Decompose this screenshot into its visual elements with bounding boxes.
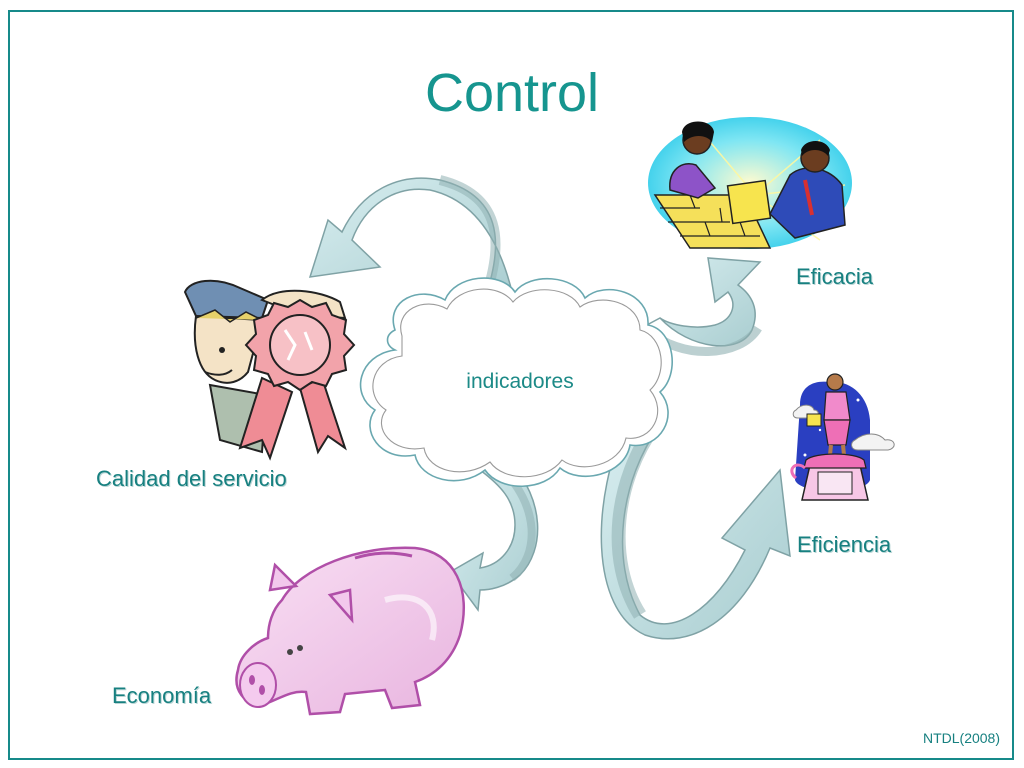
label-eficacia: Eficacia: [796, 264, 874, 289]
center-label: indicadores: [466, 370, 574, 393]
slide-title: Control: [424, 63, 600, 123]
piggy-bank-clipart: [235, 546, 465, 716]
cloud-shape: [359, 277, 673, 488]
arrow-to-eficacia: [644, 257, 762, 347]
label-calidad: Calidad del servicio: [96, 466, 287, 491]
woman-telephone-clipart: [790, 373, 895, 501]
handshake-clipart: [648, 117, 852, 249]
slide-frame: [8, 10, 1014, 760]
label-eficiencia: Eficiencia: [797, 532, 892, 557]
award-ribbon-clipart: [183, 279, 356, 461]
footer-credit: NTDL(2008): [922, 730, 1000, 746]
label-economia: Economía: [112, 683, 212, 708]
